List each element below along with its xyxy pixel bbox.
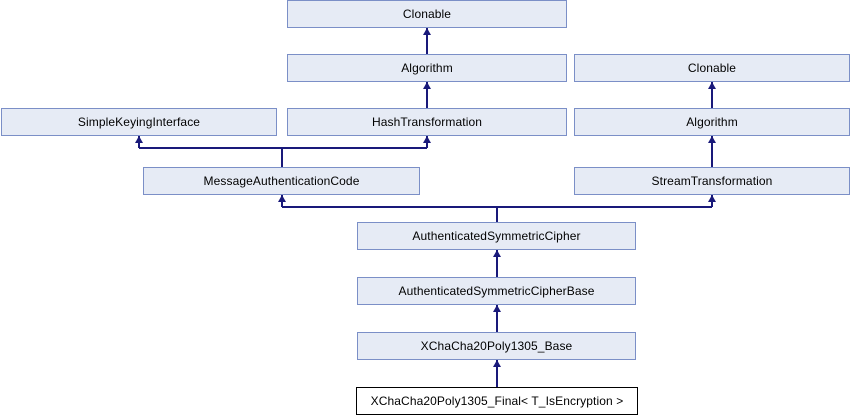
inheritance-arrow-icon <box>708 136 716 143</box>
inheritance-arrow-icon <box>708 82 716 89</box>
class-node-label: Algorithm <box>686 115 738 129</box>
class-node-label: XChaCha20Poly1305_Final< T_IsEncryption … <box>370 394 624 408</box>
class-node-label: SimpleKeyingInterface <box>77 115 201 129</box>
class-node-label: Clonable <box>402 7 452 21</box>
edge-asc-to-streamtransform <box>496 195 716 222</box>
class-node-simplekeying[interactable]: SimpleKeyingInterface <box>1 108 277 136</box>
class-node-clonable_left[interactable]: Clonable <box>287 0 567 28</box>
inheritance-arrow-icon <box>493 360 501 367</box>
edge-algorithm_left-to-clonable_left <box>423 28 431 54</box>
edge-xchachafinal-to-xchachabase <box>493 360 501 387</box>
inheritance-arrow-icon <box>135 136 143 143</box>
edge-ascbase-to-asc <box>493 250 501 277</box>
inheritance-arrow-icon <box>278 195 286 202</box>
inheritance-arrow-icon <box>423 82 431 89</box>
class-node-label: HashTransformation <box>371 115 483 129</box>
inheritance-arrow-icon <box>708 195 716 202</box>
inheritance-arrow-icon <box>493 250 501 257</box>
class-node-asc[interactable]: AuthenticatedSymmetricCipher <box>357 222 636 250</box>
class-node-label: StreamTransformation <box>651 174 773 188</box>
class-node-mac[interactable]: MessageAuthenticationCode <box>143 167 420 195</box>
class-node-label: AuthenticatedSymmetricCipher <box>412 229 581 243</box>
class-node-label: AuthenticatedSymmetricCipherBase <box>398 284 595 298</box>
class-node-xchachabase[interactable]: XChaCha20Poly1305_Base <box>357 332 636 360</box>
class-node-algorithm_right[interactable]: Algorithm <box>574 108 850 136</box>
class-node-ascbase[interactable]: AuthenticatedSymmetricCipherBase <box>357 277 636 305</box>
class-node-algorithm_left[interactable]: Algorithm <box>287 54 567 82</box>
edge-streamtransform-to-algorithm_right <box>708 136 716 167</box>
inheritance-arrow-icon <box>493 305 501 312</box>
edge-asc-to-mac <box>278 195 498 222</box>
class-node-hashtransform[interactable]: HashTransformation <box>287 108 567 136</box>
edge-mac-to-simplekeying <box>135 136 283 167</box>
inheritance-arrow-icon <box>423 136 431 143</box>
edge-algorithm_right-to-clonable_right <box>708 82 716 108</box>
class-node-streamtransform[interactable]: StreamTransformation <box>574 167 850 195</box>
inheritance-arrow-icon <box>423 28 431 35</box>
class-node-label: Clonable <box>687 61 737 75</box>
edge-mac-to-hashtransform <box>281 136 431 167</box>
class-node-label: XChaCha20Poly1305_Base <box>420 339 573 353</box>
class-node-label: MessageAuthenticationCode <box>203 174 360 188</box>
class-node-xchachafinal[interactable]: XChaCha20Poly1305_Final< T_IsEncryption … <box>356 387 638 415</box>
edge-hashtransform-to-algorithm_left <box>423 82 431 108</box>
class-node-label: Algorithm <box>401 61 453 75</box>
class-node-clonable_right[interactable]: Clonable <box>574 54 850 82</box>
edge-xchachabase-to-ascbase <box>493 305 501 332</box>
